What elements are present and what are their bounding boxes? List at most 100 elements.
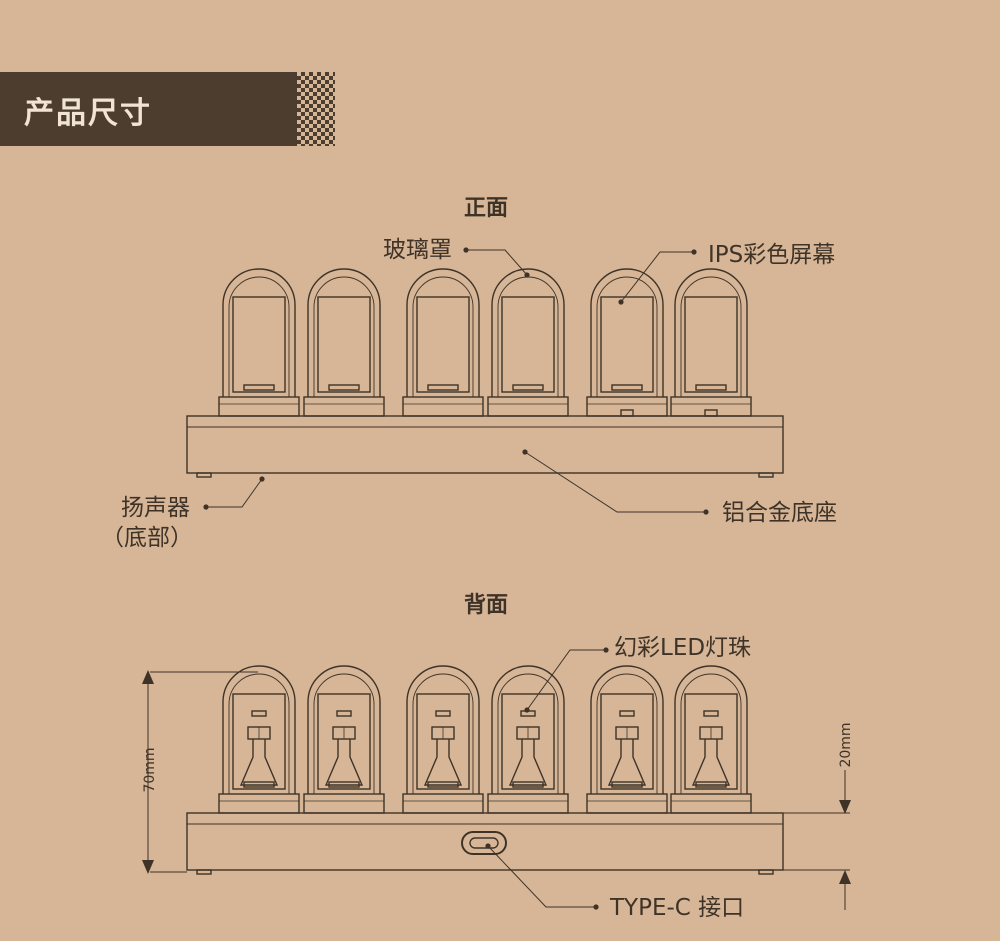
port-label: TYPE-C 接口 xyxy=(609,895,744,921)
section-title: 产品尺寸 xyxy=(24,96,152,131)
front-glass-dome xyxy=(674,268,748,397)
leader-speaker xyxy=(206,478,263,508)
leader-led-dot xyxy=(524,707,530,713)
dim-arrow-up xyxy=(142,670,154,684)
back-foot-right xyxy=(758,869,774,875)
circuit-body xyxy=(423,739,463,786)
front-screen-clip xyxy=(243,384,275,391)
back-screen-frame xyxy=(600,693,654,790)
leader-glass-cover xyxy=(466,249,528,276)
led-label: 幻彩LED灯珠 xyxy=(614,635,751,661)
back-screen-frame xyxy=(684,693,738,790)
leader-base-dot xyxy=(522,449,528,455)
circuit-body xyxy=(691,739,731,786)
back-glass-dome xyxy=(406,665,480,794)
annotation-leaders xyxy=(203,247,709,910)
front-glass-dome xyxy=(406,268,480,397)
back-tube-socket xyxy=(586,793,668,814)
ips-screen-label: IPS彩色屏幕 xyxy=(708,242,835,268)
front-screen-clip xyxy=(611,384,643,391)
back-base-body xyxy=(186,812,784,871)
glass-cover-label: 玻璃罩 xyxy=(383,237,452,263)
leader-led-dot xyxy=(603,647,609,653)
front-screen-frame xyxy=(317,296,371,393)
speaker-label: 扬声器 xyxy=(121,495,190,521)
leader-glass-cover-dot xyxy=(463,247,469,253)
back-foot-left xyxy=(196,869,212,875)
front-glass-inner xyxy=(596,276,658,397)
front-screen-frame xyxy=(684,296,738,393)
back-tube-socket xyxy=(218,793,300,814)
front-screen-clip xyxy=(427,384,459,391)
leader-led xyxy=(526,649,606,711)
front-base-body xyxy=(186,415,784,474)
circuit-body xyxy=(508,739,548,786)
front-glass-dome xyxy=(491,268,565,397)
front-view-drawing xyxy=(186,268,784,478)
front-screen-frame xyxy=(501,296,555,393)
front-screen-frame xyxy=(232,296,286,393)
led-bead xyxy=(251,710,267,717)
front-foot-right xyxy=(758,472,774,478)
front-glass-inner xyxy=(313,276,375,397)
back-tube-socket xyxy=(670,793,752,814)
front-socket-detail xyxy=(704,409,718,417)
typec-port-outer xyxy=(461,831,507,855)
circuit-body xyxy=(607,739,647,786)
height-total-label: 70mm xyxy=(142,747,158,792)
leader-base-dot xyxy=(703,509,709,515)
front-tube-socket xyxy=(586,396,668,417)
speaker-note-label: （底部） xyxy=(101,525,193,551)
front-screen-frame xyxy=(600,296,654,393)
front-glass-dome xyxy=(307,268,381,397)
leader-glass-cover-dot xyxy=(524,272,530,278)
leader-ips-screen xyxy=(620,251,694,303)
leader-speaker-dot xyxy=(259,476,265,482)
back-glass-inner xyxy=(680,673,742,794)
front-glass-inner xyxy=(497,276,559,397)
front-tube-socket xyxy=(402,396,484,417)
front-glass-dome xyxy=(222,268,296,397)
base-label: 铝合金底座 xyxy=(722,500,837,526)
led-bead xyxy=(435,710,451,717)
back-view-title: 背面 xyxy=(464,593,508,618)
front-foot-left xyxy=(196,472,212,478)
back-screen-frame xyxy=(416,693,470,790)
led-bead xyxy=(619,710,635,717)
back-glass-inner xyxy=(596,673,658,794)
front-socket-detail xyxy=(620,409,634,417)
front-view-title: 正面 xyxy=(464,196,508,221)
front-glass-dome xyxy=(590,268,664,397)
front-screen-frame xyxy=(416,296,470,393)
leader-ips-screen-dot xyxy=(618,299,624,305)
front-tube-socket xyxy=(303,396,385,417)
back-tube-socket xyxy=(487,793,569,814)
back-view-drawing xyxy=(142,665,851,910)
leader-ips-screen-dot xyxy=(691,249,697,255)
leader-port-dot xyxy=(593,904,599,910)
led-bead xyxy=(703,710,719,717)
back-glass-dome xyxy=(491,665,565,794)
front-screen-clip xyxy=(695,384,727,391)
back-glass-dome xyxy=(590,665,664,794)
back-glass-dome xyxy=(674,665,748,794)
leader-base xyxy=(524,451,706,513)
front-tube-socket xyxy=(670,396,752,417)
leader-port-dot xyxy=(485,843,491,849)
back-tube-socket xyxy=(303,793,385,814)
leader-port xyxy=(487,845,596,908)
checker-pattern xyxy=(297,72,335,146)
dim-arrow-down xyxy=(142,860,154,874)
led-bead xyxy=(336,710,352,717)
front-tube-socket xyxy=(487,396,569,417)
back-glass-inner xyxy=(497,673,559,794)
back-glass-inner xyxy=(412,673,474,794)
front-screen-clip xyxy=(512,384,544,391)
leader-speaker-dot xyxy=(203,504,209,510)
section-header-bar xyxy=(0,72,297,146)
back-glass-inner xyxy=(313,673,375,794)
front-glass-inner xyxy=(228,276,290,397)
dim-arrow-base-up xyxy=(839,870,851,884)
front-glass-inner xyxy=(680,276,742,397)
